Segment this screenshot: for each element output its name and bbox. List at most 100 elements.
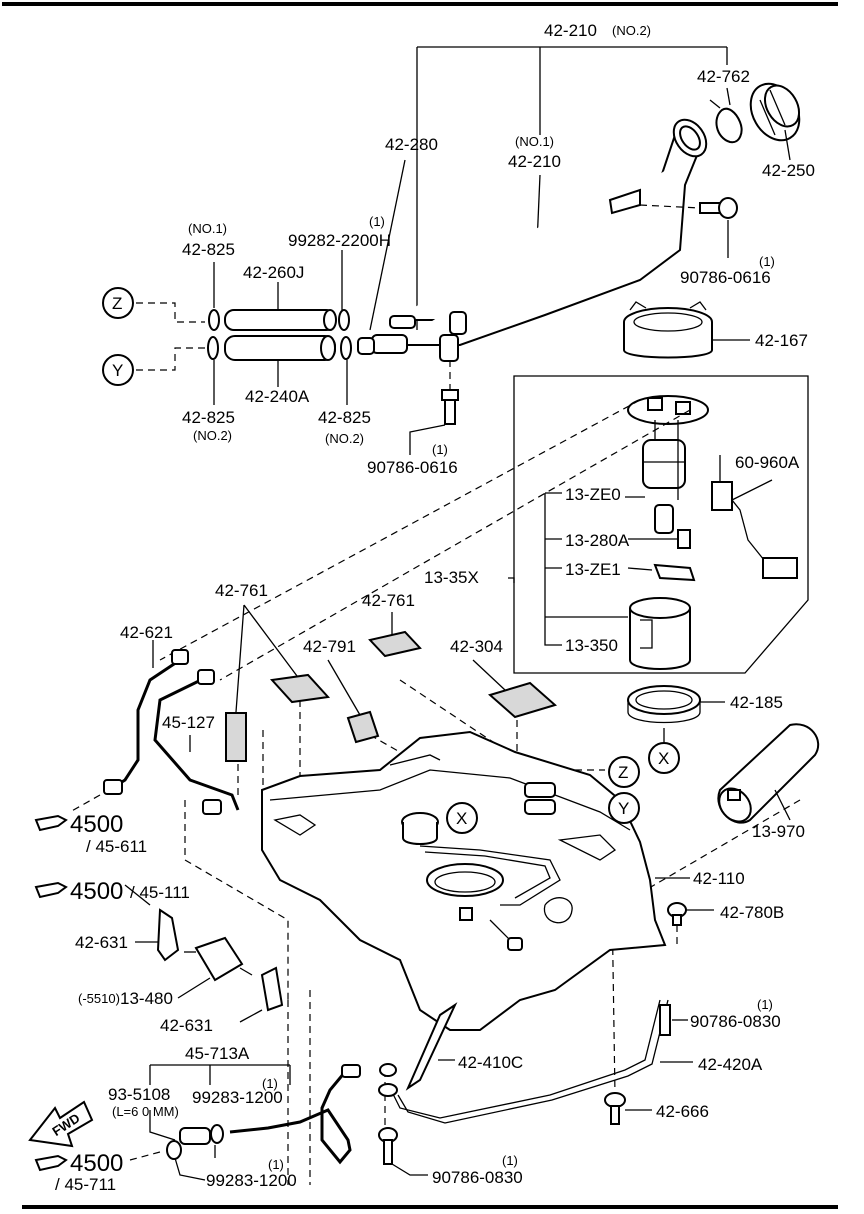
canister-13-970 <box>717 723 820 824</box>
label-42-210-no1: 42-210 <box>508 152 561 171</box>
label-42-761-a: 42-761 <box>215 581 268 600</box>
marker-z-right <box>608 756 640 788</box>
marker-z-left-text: Z <box>112 294 122 313</box>
fuel-tank-42-110 <box>261 730 690 1031</box>
pump-module-box <box>508 375 809 674</box>
fuel-cap <box>749 82 801 161</box>
filler-pipe-group <box>369 46 801 362</box>
label-42-260j: 42-260J <box>243 263 304 282</box>
label-45-111: / 45-111 <box>130 883 190 902</box>
label-13-280a: 13-280A <box>565 531 630 550</box>
label-42-631-b: 42-631 <box>160 1016 213 1035</box>
label-42-825-c: 42-825 <box>318 408 371 427</box>
bolt-42-780b <box>667 902 714 926</box>
label-4500-c: 4500 <box>70 1150 123 1177</box>
pad-42-304 <box>487 681 558 719</box>
marker-y-right-text: Y <box>618 799 629 818</box>
marker-x-tank-text: X <box>456 809 467 828</box>
label-one-a: (1) <box>369 214 385 229</box>
label-42-825-b: 42-825 <box>182 408 235 427</box>
label-42-410c: 42-410C <box>458 1053 523 1072</box>
label-one-g: (1) <box>502 1153 518 1168</box>
label-13-970: 13-970 <box>752 822 805 841</box>
label-90786-0616-a: 90786-0616 <box>680 268 771 287</box>
label-42-791: 42-791 <box>303 637 356 656</box>
label-45-127: 45-127 <box>162 713 215 732</box>
gasket-42-185 <box>627 685 725 774</box>
label-13-480: 13-480 <box>120 989 173 1008</box>
label-99283-1200-a: 99283-1200 <box>192 1088 283 1107</box>
marker-y-left-text: Y <box>112 361 123 380</box>
tank-pads <box>225 604 558 762</box>
label-45-711: / 45-711 <box>55 1175 116 1194</box>
bolt-90786-0616-top <box>639 197 738 258</box>
vent-lines <box>69 640 240 815</box>
label-one-b: (1) <box>759 254 775 269</box>
marker-y-right <box>608 792 640 824</box>
label-42-420a: 42-420A <box>698 1055 763 1074</box>
label-42-631-a: 42-631 <box>75 933 128 952</box>
label-no1: (NO.1) <box>515 134 554 149</box>
pad-42-761-vertical <box>225 712 247 762</box>
label-99282-2200h: 99282-2200H <box>288 231 391 250</box>
label-42-280: 42-280 <box>385 135 438 154</box>
label-90786-0830-b: 90786-0830 <box>432 1168 523 1187</box>
lock-ring <box>623 301 750 359</box>
label-42-167: 42-167 <box>755 331 808 350</box>
label-42-666: 42-666 <box>656 1102 709 1121</box>
label-42-250: 42-250 <box>762 161 815 180</box>
label-no2-c: (NO.2) <box>325 431 364 446</box>
label-one-e: (1) <box>262 1076 278 1091</box>
label-no1-825: (NO.1) <box>188 221 227 236</box>
label-4500-b: 4500 <box>70 878 123 905</box>
label-13-35x: 13-35X <box>424 568 479 587</box>
label-45-611: / 45-611 <box>86 837 147 856</box>
label-45-713a: 45-713A <box>185 1044 250 1063</box>
marker-x-pump-text: X <box>658 749 669 768</box>
pad-42-791 <box>346 710 380 744</box>
label-42-210-no2: 42-210 <box>544 21 597 40</box>
label-99283-1200-b: 99283-1200 <box>206 1171 297 1190</box>
label-42-240a: 42-240A <box>245 387 310 406</box>
fwd-arrow-icon: FWD <box>28 1100 94 1148</box>
label-42-825-a: 42-825 <box>182 240 235 259</box>
fuel-filter-assembly <box>124 884 284 1023</box>
label-one-d: (1) <box>757 997 773 1012</box>
label-no2: (NO.2) <box>612 23 651 38</box>
label-one-c: (1) <box>432 442 448 457</box>
label-one-f: (1) <box>268 1157 284 1172</box>
marker-y-left <box>102 354 134 386</box>
label-4500-a: 4500 <box>70 811 123 838</box>
hose-42-240a <box>224 335 336 361</box>
hose-42-260j <box>224 309 336 331</box>
label-42-761-b: 42-761 <box>362 591 415 610</box>
label-90786-0616-b: 90786-0616 <box>367 458 458 477</box>
label-13-ze0: 13-ZE0 <box>565 485 621 504</box>
label-42-185: 42-185 <box>730 693 783 712</box>
marker-x-tank <box>446 802 478 834</box>
label-42-780b: 42-780B <box>720 903 784 922</box>
marker-z-left <box>102 287 134 319</box>
pad-42-761-top <box>368 630 422 658</box>
hose-group <box>102 250 459 455</box>
seal-ring <box>715 107 743 144</box>
label-60-960a: 60-960A <box>735 453 800 472</box>
pointing-hand-icon <box>34 814 68 1172</box>
tank-straps <box>378 999 693 1176</box>
label-l60: (L=6 0 MM) <box>112 1104 179 1119</box>
marker-z-right-text: Z <box>618 763 628 782</box>
label-90786-0830-a: 90786-0830 <box>690 1012 781 1031</box>
callout-labels: 42-210 (NO.2) 42-762 42-280 (NO.1) 42-21… <box>55 21 815 1194</box>
label-42-110: 42-110 <box>693 869 745 888</box>
marker-letters: Z Y Z Y X X <box>112 294 669 828</box>
label-no2-b: (NO.2) <box>193 428 232 443</box>
label-42-621: 42-621 <box>120 623 173 642</box>
label-42-762: 42-762 <box>697 67 750 86</box>
label-13-ze1: 13-ZE1 <box>565 560 621 579</box>
label-93-5108: 93-5108 <box>108 1085 170 1104</box>
hose-45-713a <box>129 1064 361 1181</box>
marker-x-pump <box>648 742 680 774</box>
label-5510: (-5510) <box>78 991 120 1006</box>
pad-42-761-flat <box>269 673 331 704</box>
